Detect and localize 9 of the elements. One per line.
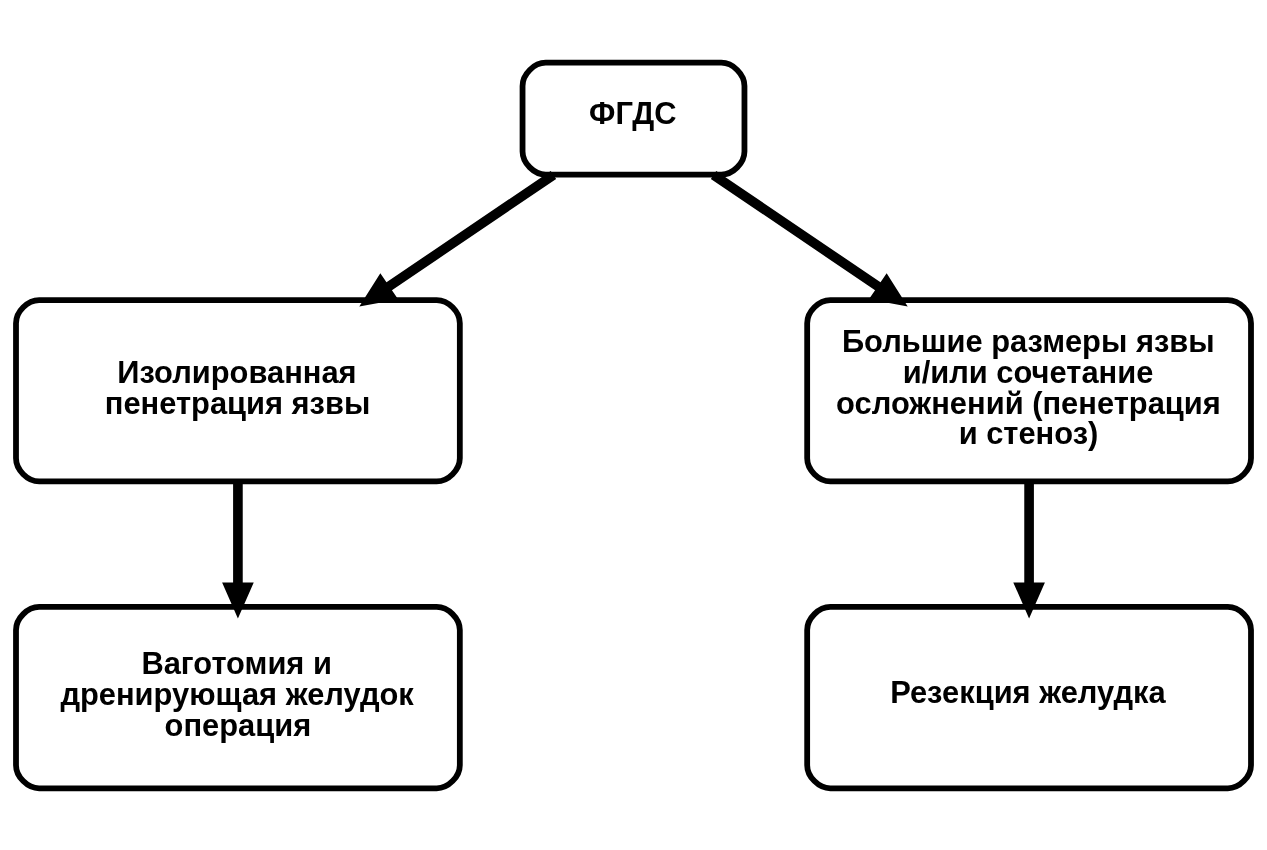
- node-box: Большие размеры язвы и/или сочетание осложнений (пенетрация и стеноз): [804, 296, 1254, 484]
- arrow: [222, 481, 254, 619]
- node-box: Изолированная пенетрация язвы: [13, 296, 463, 484]
- arrow: [359, 170, 557, 307]
- node-box: ФГДС: [519, 59, 748, 178]
- arrow: [1013, 481, 1045, 619]
- arrow: [710, 170, 908, 307]
- node-box: Резекция желудка: [804, 603, 1254, 791]
- node-box: Ваготомия и дренирующая желудок операция: [13, 603, 463, 791]
